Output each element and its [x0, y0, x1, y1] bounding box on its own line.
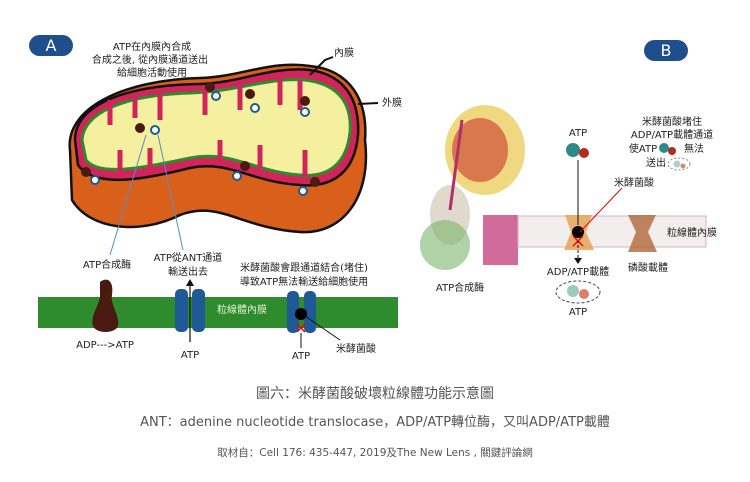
atp-label-1: ATP: [180, 350, 200, 361]
top-note-line-3: 給細胞活動使用: [117, 68, 187, 79]
atp-bottom-label: ATP: [568, 307, 588, 318]
bongkrekic-acid-label: 米酵菌酸: [336, 344, 376, 355]
bongkrekic-acid-dot-b: [572, 226, 584, 238]
b-bongkrekic-acid-label: 米酵菌酸: [614, 178, 654, 189]
adp-to-atp-label: ADP--->ATP: [76, 340, 134, 351]
atp-synthase-shape: [92, 279, 119, 332]
synthase-icons: [81, 82, 320, 187]
blocked-note-line-2: 導致ATP無法輸送給細胞使用: [239, 277, 369, 288]
atp-icon-note: [659, 143, 669, 153]
top-note-line-2: 合成之後, 從內膜通道送出: [91, 55, 209, 66]
panel-a-badge: A: [29, 35, 73, 56]
synthase-leader: [109, 134, 147, 256]
atp-molecule-top: [566, 143, 580, 157]
outer-membrane-label: 外膜: [382, 98, 402, 109]
top-note-line-1: ATP在內膜內合成: [112, 42, 192, 53]
phosphate-carrier: [628, 215, 657, 252]
b-note-line-3b: 無法: [684, 144, 704, 155]
blocked-note-line-1: 米酵菌酸會跟通道結合(堵住): [240, 263, 368, 274]
panel-b-badge: B: [644, 40, 688, 61]
atp-top-label: ATP: [568, 128, 588, 139]
phosphate-carrier-label: 磷酸載體: [628, 263, 668, 274]
cristae: [107, 78, 308, 176]
b-note-line-3a: 使ATP: [628, 144, 658, 155]
atp-blocked-outline: [555, 280, 601, 304]
ant-label-line-1: ATP從ANT通道: [153, 253, 223, 264]
b-note-line-4: 送出: [646, 158, 666, 169]
bongkrekic-acid-dot: [295, 308, 307, 320]
inner-membrane-leader: [309, 56, 334, 76]
b-atp-synthase-label: ATP合成酶: [435, 283, 485, 294]
outer-membrane-leader: [357, 102, 379, 105]
membrane-band: [517, 215, 707, 248]
mitochondrion: [68, 56, 379, 256]
ant-icons: [90, 91, 310, 196]
ant-label-line-2: 輸送出去: [168, 267, 208, 278]
inner-membrane-label: 內膜: [334, 48, 354, 59]
blocked-channel: [287, 291, 341, 348]
b-membrane-label: 粒線體內膜: [667, 228, 717, 239]
ant-leader: [157, 134, 184, 251]
atp-synthase-structure: [420, 105, 525, 270]
atp-label-2: ATP: [291, 351, 311, 362]
ant-channel: [175, 279, 205, 342]
b-note-line-2: ADP/ATP載體通道: [630, 130, 714, 141]
b-note-line-1: 米酵菌酸堵住: [642, 117, 702, 128]
carrier-label: ADP/ATP載體: [546, 267, 610, 278]
membrane-label: 粒線體內膜: [217, 305, 267, 316]
atp-synthase-label: ATP合成酶: [82, 260, 132, 271]
caption-source: 取材自：Cell 176: 435-447, 2019及The New Lens…: [217, 447, 533, 459]
caption-definition: ANT：adenine nucleotide translocase，ADP/A…: [140, 415, 610, 430]
caption-title: 圖六：米酵菌酸破壞粒線體功能示意圖: [256, 386, 494, 402]
